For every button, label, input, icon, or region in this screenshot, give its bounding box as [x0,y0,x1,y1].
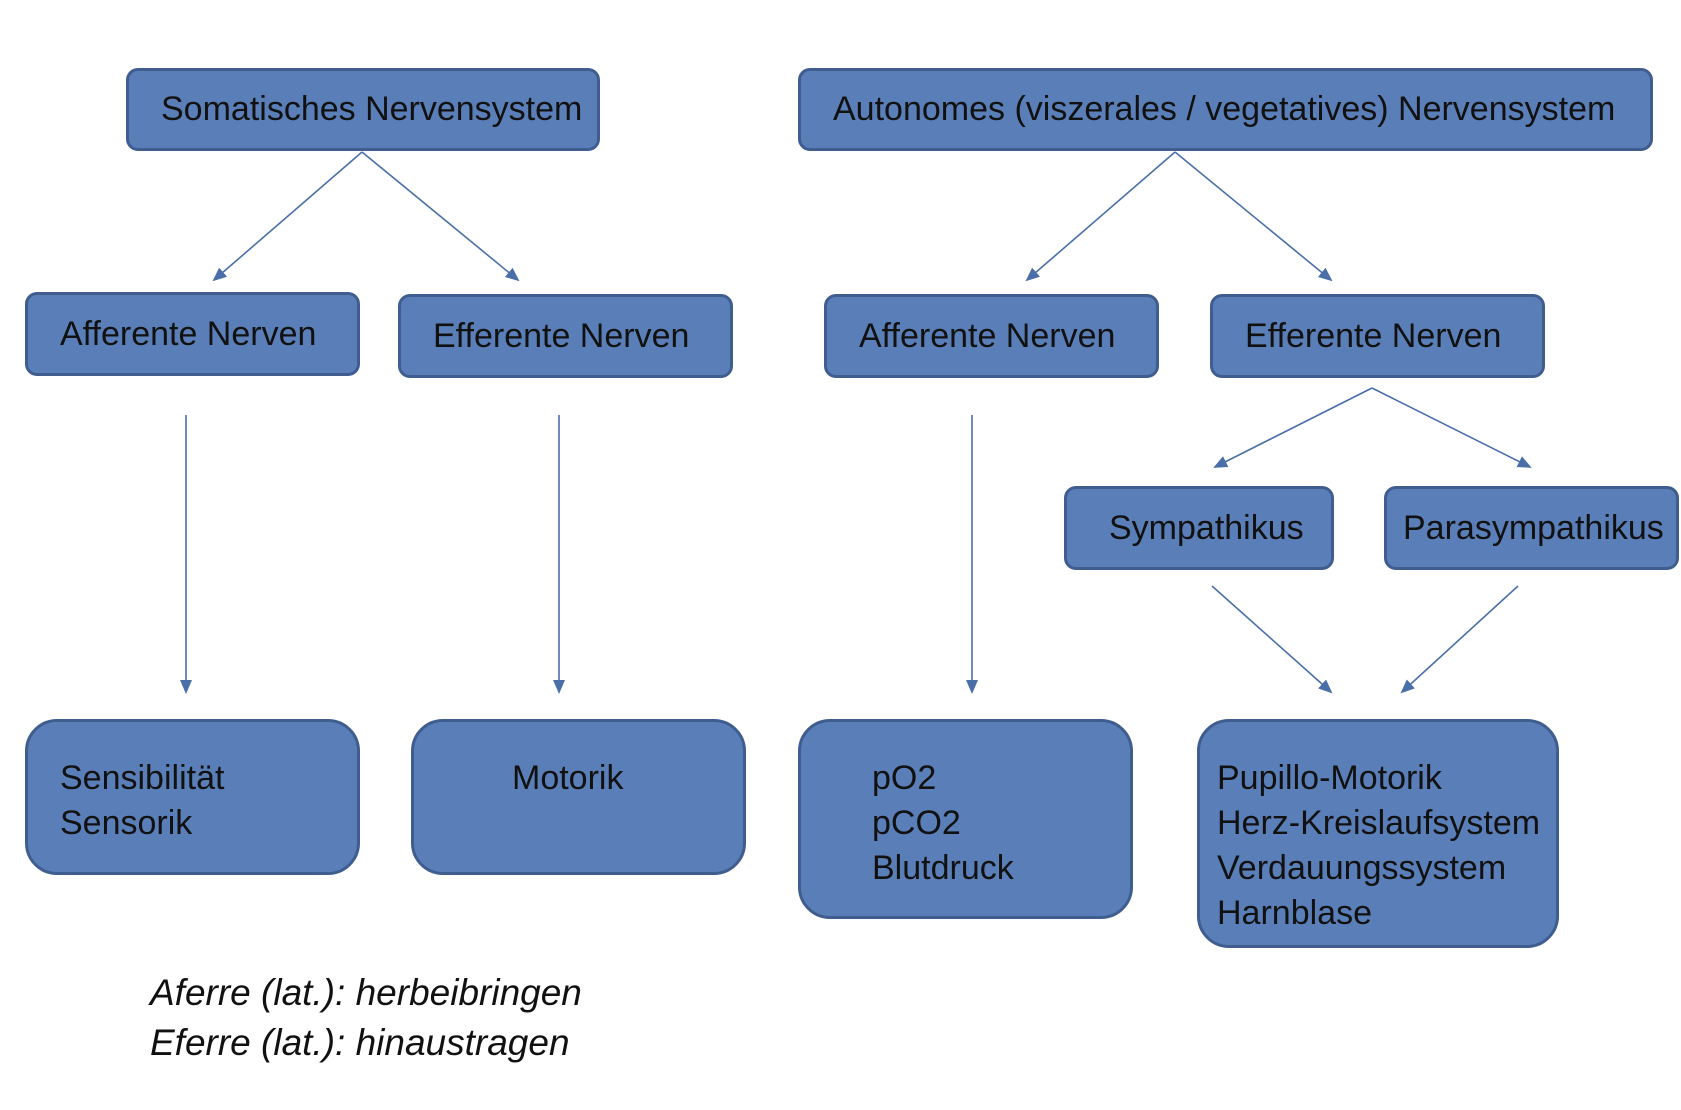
parasympathikus-box: Parasympathikus [1384,486,1679,570]
target-item: pO2 [872,759,937,797]
target-item: Pupillo-Motorik [1217,759,1442,797]
autonomic-efferent-targets-box: Pupillo-Motorik Herz-Kreislaufsystem Ver… [1197,719,1559,948]
arrow-autonomic-to-afferent [1025,151,1176,282]
somatic-nervous-system-box: Somatisches Nervensystem [126,68,600,151]
autonomic-afferent-targets-box: pO2 pCO2 Blutdruck [798,719,1133,919]
target-item: pCO2 [872,804,961,842]
target-item: Sensorik [60,804,193,842]
autonomic-efferent-box: Efferente Nerven [1210,294,1545,378]
somatic-efferent-label: Efferente Nerven [433,316,690,355]
target-item: Blutdruck [872,849,1014,887]
arrow-parasympathikus-to-targets [1400,585,1519,694]
autonomic-afferent-box: Afferente Nerven [824,294,1159,378]
autonomic-afferent-label: Afferente Nerven [859,316,1116,355]
arrow-efferent-to-sympathikus [1213,387,1373,468]
arrow-sympathikus-to-targets [1211,585,1333,694]
somatic-afferent-box: Afferente Nerven [25,292,360,376]
somatic-efferent-box: Efferente Nerven [398,294,733,378]
footnote-efferent: Eferre (lat.): hinaustragen [150,1022,570,1063]
target-item: Verdauungssystem [1217,849,1507,887]
somatic-afferent-label: Afferente Nerven [60,314,317,353]
parasympathikus-label: Parasympathikus [1403,508,1664,547]
autonomic-nervous-system-label: Autonomes (viszerales / vegetatives) Ner… [833,90,1616,128]
autonomic-nervous-system-box: Autonomes (viszerales / vegetatives) Ner… [798,68,1653,151]
arrow-efferent-to-parasympathikus [1371,387,1532,468]
somatic-nervous-system-label: Somatisches Nervensystem [161,90,583,128]
arrow-somatic-to-efferent [361,151,520,282]
sympathikus-label: Sympathikus [1109,508,1304,547]
somatic-afferent-targets-box: Sensibilität Sensorik [25,719,360,875]
sympathikus-box: Sympathikus [1064,486,1334,570]
target-item: Sensibilität [60,759,225,797]
target-item: Motorik [512,759,624,797]
arrow-somatic-to-afferent [212,151,363,282]
autonomic-efferent-label: Efferente Nerven [1245,316,1502,355]
somatic-efferent-targets-box: Motorik [411,719,746,875]
target-item: Harnblase [1217,894,1372,932]
arrow-autonomic-to-efferent [1174,151,1333,282]
target-item: Herz-Kreislaufsystem [1217,804,1541,842]
footnote-afferent: Aferre (lat.): herbeibringen [150,972,582,1013]
